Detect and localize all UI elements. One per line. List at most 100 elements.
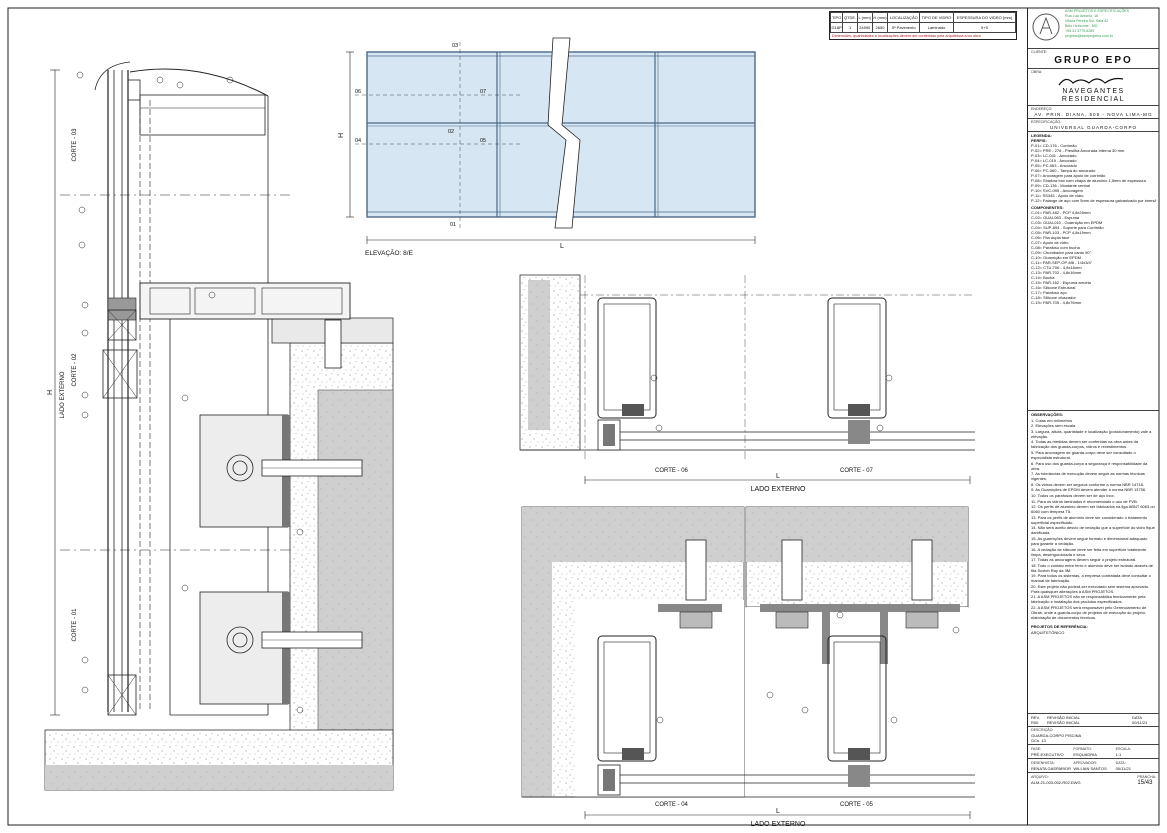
desenhista-value: RENATA GASPARIOR [1031, 766, 1072, 771]
elev-mark-04: 04 [355, 138, 361, 144]
spec-cell: 1 [842, 22, 858, 33]
list-item: P-09= CD-136 - Montante central [1031, 183, 1091, 188]
cliente-label: CLIENTE: [1031, 50, 1048, 54]
list-item: 19. Para todos os sistemas, a empresa co… [1031, 573, 1151, 584]
aprovador-value: WILLIAN SANTOS [1073, 766, 1107, 771]
list-item: 21. A ASM PROJETOS não se responsabiliza… [1031, 594, 1146, 605]
list-item: C-03= GUAI-010 - Guarnição em EPDM [1031, 220, 1103, 225]
list-item: 22. A ASM PROJETOS será responsável pelo… [1031, 605, 1147, 621]
rev-header: REV. [1031, 715, 1040, 720]
list-item: 15. As guarnições devem seguir formato e… [1031, 535, 1148, 546]
list-item: C-04= SUP-894 - Suporte para Corrimão [1031, 225, 1104, 230]
list-item: 13. Para os perfis de alumínio deve ser … [1031, 514, 1148, 525]
list-item: 12. Os perfis de alumínio devem ser fabr… [1031, 504, 1155, 515]
plan-lower-dim-l: L [776, 808, 780, 815]
list-item: 16. A vedação de silicone deve ser feita… [1031, 546, 1147, 557]
label-corte-06: CORTE - 06 [655, 468, 689, 474]
list-item: C-08= Parafuso com bucha [1031, 245, 1080, 250]
elev-mark-05: 05 [480, 138, 486, 144]
spec-cell: 5º Pavimento [887, 22, 921, 33]
title-block-fase: FASE:PRÉ-EXECUTIVO FORMATO:ESQUADRIA ESC… [1028, 745, 1159, 759]
list-item: P-02= PRE - 276 - Presilha Ancorada Inte… [1031, 148, 1125, 153]
list-item: 4. Todas as medidas devem ser conferidas… [1031, 439, 1139, 450]
descricao-label: DESCRIÇÃO: [1031, 728, 1054, 732]
componentes-label: COMPONENTES: [1031, 205, 1064, 210]
list-item: 20. Este projeto não poderá ser executad… [1031, 583, 1150, 594]
rev-header: DATA [1132, 715, 1143, 720]
title-block: ASM PROJETOS E ESPECIFICAÇÕES Rua Luiz A… [1027, 8, 1159, 825]
desenhista-label: DESENHISTA: [1031, 761, 1055, 765]
plan-upper-dim-l: L [776, 473, 780, 480]
prancha-value: 15/43 [1137, 780, 1153, 786]
elevation-view [346, 37, 756, 244]
slab-gray-core [317, 389, 394, 731]
endereco-value: AV. PRIN. DIANA, 505 - NOVA LIMA-MG [1034, 112, 1153, 117]
list-item: C-16= Silicone Estrutural [1031, 285, 1076, 290]
company-logo-icon [1032, 13, 1060, 41]
elev-mark-01: 01 [450, 222, 456, 228]
arquivo-label: ARQUIVO: [1031, 775, 1049, 779]
list-item: C-15= PAR-162 - Espuma arruela [1031, 280, 1091, 285]
label-corte-01: CORTE - 01 [72, 608, 78, 642]
sheet-border [7, 7, 1160, 826]
legenda-label: LEGENDA: [1031, 133, 1052, 138]
list-item: C-07= Apoio de vidro [1031, 240, 1069, 245]
company-line: +55 31 3779-6289 [1065, 29, 1095, 33]
title-block-obra: OBRA: NAVEGANTES RESIDENCIAL [1028, 69, 1159, 106]
title-block-endereco: ENDEREÇO: AV. PRIN. DIANA, 505 - NOVA LI… [1028, 106, 1159, 119]
obra-logo-icon [1058, 77, 1124, 86]
spec-table-header-row: TIPO QTDE. L (mm) H (mm) LOCALIZAÇÃO TIP… [829, 12, 1017, 23]
list-item: C-01= PAR-482 - PCP 4,8x25mm [1031, 210, 1091, 215]
descricao-value: GUARDA-CORPO PISCINA [1031, 733, 1082, 738]
escala-value: 1:1 [1115, 752, 1122, 757]
company-line: Rua Luiz Antonio, 16 [1065, 14, 1099, 18]
label-lado-externo-lower: LADO EXTERNO [751, 821, 806, 828]
list-item: 9. As Guarnições de EPDM devem atender à… [1031, 487, 1147, 493]
list-item: C-05= PAR-103 - PCP 4,8x19mm [1031, 230, 1091, 235]
elevation-title: ELEVAÇÃO: 8/E [365, 248, 414, 257]
list-item: C-18= Silicone ofuscador [1031, 295, 1076, 300]
especificacao-value: UNIVERSAL GUARDA-CORPO [1049, 125, 1138, 130]
list-item: P-07= Ancoragem para apoio de corrimão [1031, 173, 1106, 178]
spec-cell: G18P [829, 22, 844, 33]
title-block-legenda: LEGENDA: PERFIS: P-01= CD-176 - Corrimão… [1028, 132, 1159, 411]
list-item: 7. As tolerâncias de execução devem segu… [1031, 471, 1145, 482]
list-item: P-01= CD-176 - Corrimão [1031, 143, 1077, 148]
list-item: 2. Elevações sem escala [1031, 423, 1076, 429]
list-item: C-14= Bucha [1031, 275, 1055, 280]
list-item: 17. Todas as ancoragens devem seguir o p… [1031, 557, 1137, 563]
spec-header-cell: QTDE. [842, 12, 858, 23]
company-line: projetos@asmprojetos.com.br [1065, 34, 1113, 38]
label-corte-04: CORTE - 04 [655, 802, 689, 808]
projetos-ref-label: PROJETOS DE REFERÊNCIA: [1031, 624, 1088, 630]
spec-header-cell: TIPO [829, 12, 844, 23]
list-item: 6. Para uso dos guarda-corpo a segurança… [1031, 460, 1148, 471]
company-line: Vitória Pereira Sul, Sala 42 [1065, 19, 1109, 23]
company-line: ASM PROJETOS E ESPECIFICAÇÕES [1065, 9, 1130, 13]
elev-mark-02: 02 [448, 129, 454, 135]
list-item: C-10= Guarnição em EPDM [1031, 255, 1081, 260]
fase-value: PRÉ-EXECUTIVO [1031, 752, 1064, 757]
plan-section-lower [521, 506, 975, 819]
list-item: C-02= GUAI-063 - Espuma [1031, 215, 1080, 220]
title-block-arquivo: ARQUIVO:ALM-21-003-002-R02.DWG PRANCHA:1… [1028, 773, 1159, 787]
label-corte-03: CORTE - 03 [72, 128, 78, 162]
label-lado-externo-vertical: LADO EXTERNO [60, 371, 66, 418]
cliente-name: GRUPO EPO [1054, 55, 1133, 66]
elev-dim-h: H [338, 133, 345, 138]
list-item: C-19= PAR-705 - 4,8x76mm [1031, 300, 1082, 305]
company-line: Belo Horizonte - MG [1065, 24, 1098, 28]
spec-table-note: Dimensões, quantidades e localizações de… [832, 34, 981, 38]
left-vertical-section [44, 61, 394, 791]
list-item: 10. Todos os parafusos devem ser de aço … [1031, 492, 1115, 498]
list-item: C-12= CTU-706 - 4,8x16mm [1031, 265, 1082, 270]
rev-cell: REVISÃO INICIAL [1047, 720, 1080, 725]
perfis-label: PERFIS: [1031, 138, 1047, 143]
elev-mark-06: 06 [355, 89, 361, 95]
list-item: P-06= PC-060 - Tampa do ancorado [1031, 168, 1096, 173]
list-item: 5. Para ancoragem de guarda-corpo deve s… [1031, 449, 1136, 460]
